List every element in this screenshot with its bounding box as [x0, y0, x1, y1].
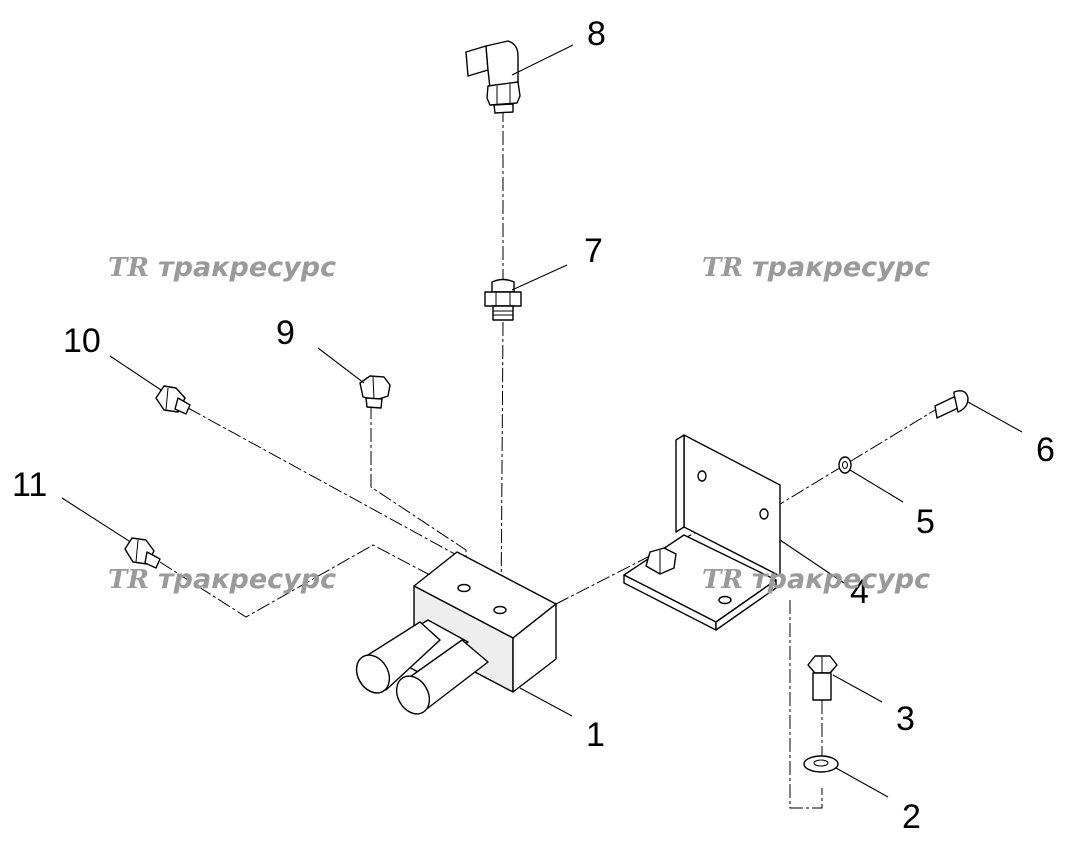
part-2-washer	[803, 755, 839, 773]
part-6-bolt	[934, 390, 969, 419]
watermark-text: тракресурс	[752, 252, 930, 283]
callout-10: 10	[63, 322, 101, 360]
part-3-bolt	[807, 655, 838, 701]
part-1-valve-block	[355, 551, 557, 715]
watermark-1: TR тракресурс	[108, 252, 336, 283]
callout-3: 3	[896, 700, 915, 738]
watermark-2: TR тракресурс	[702, 252, 930, 283]
watermark-logo: TR	[702, 565, 743, 595]
callout-5: 5	[916, 503, 935, 541]
watermark-4: TR тракресурс	[702, 564, 930, 595]
watermark-logo: TR	[702, 253, 743, 283]
callout-6: 6	[1036, 431, 1055, 469]
part-4-bracket	[623, 434, 781, 631]
callout-11: 11	[12, 466, 47, 504]
part-5-washer	[838, 456, 852, 474]
watermark-text: тракресурс	[752, 564, 930, 595]
part-11-fitting	[124, 537, 161, 569]
leader-lines	[61, 44, 1023, 798]
watermark-logo: TR	[108, 565, 149, 595]
callout-7: 7	[584, 232, 603, 270]
watermark-3: TR тракресурс	[108, 564, 336, 595]
callout-9: 9	[276, 314, 295, 352]
part-9-plug	[359, 375, 391, 409]
part-8-elbow-fitting	[465, 40, 521, 114]
part-10-fitting	[155, 385, 191, 415]
watermark-text: тракресурс	[158, 564, 336, 595]
callout-labels: 1 2 3 4 5 6 7 8 9 10 11	[12, 15, 1055, 836]
callout-1: 1	[586, 716, 605, 754]
callout-8: 8	[587, 15, 606, 53]
assembly-center-lines	[159, 108, 936, 809]
part-7-adapter-fitting	[484, 278, 522, 321]
watermark-text: тракресурс	[158, 252, 336, 283]
watermark-logo: TR	[108, 253, 149, 283]
callout-2: 2	[902, 798, 921, 836]
callout-4: 4	[850, 573, 869, 611]
